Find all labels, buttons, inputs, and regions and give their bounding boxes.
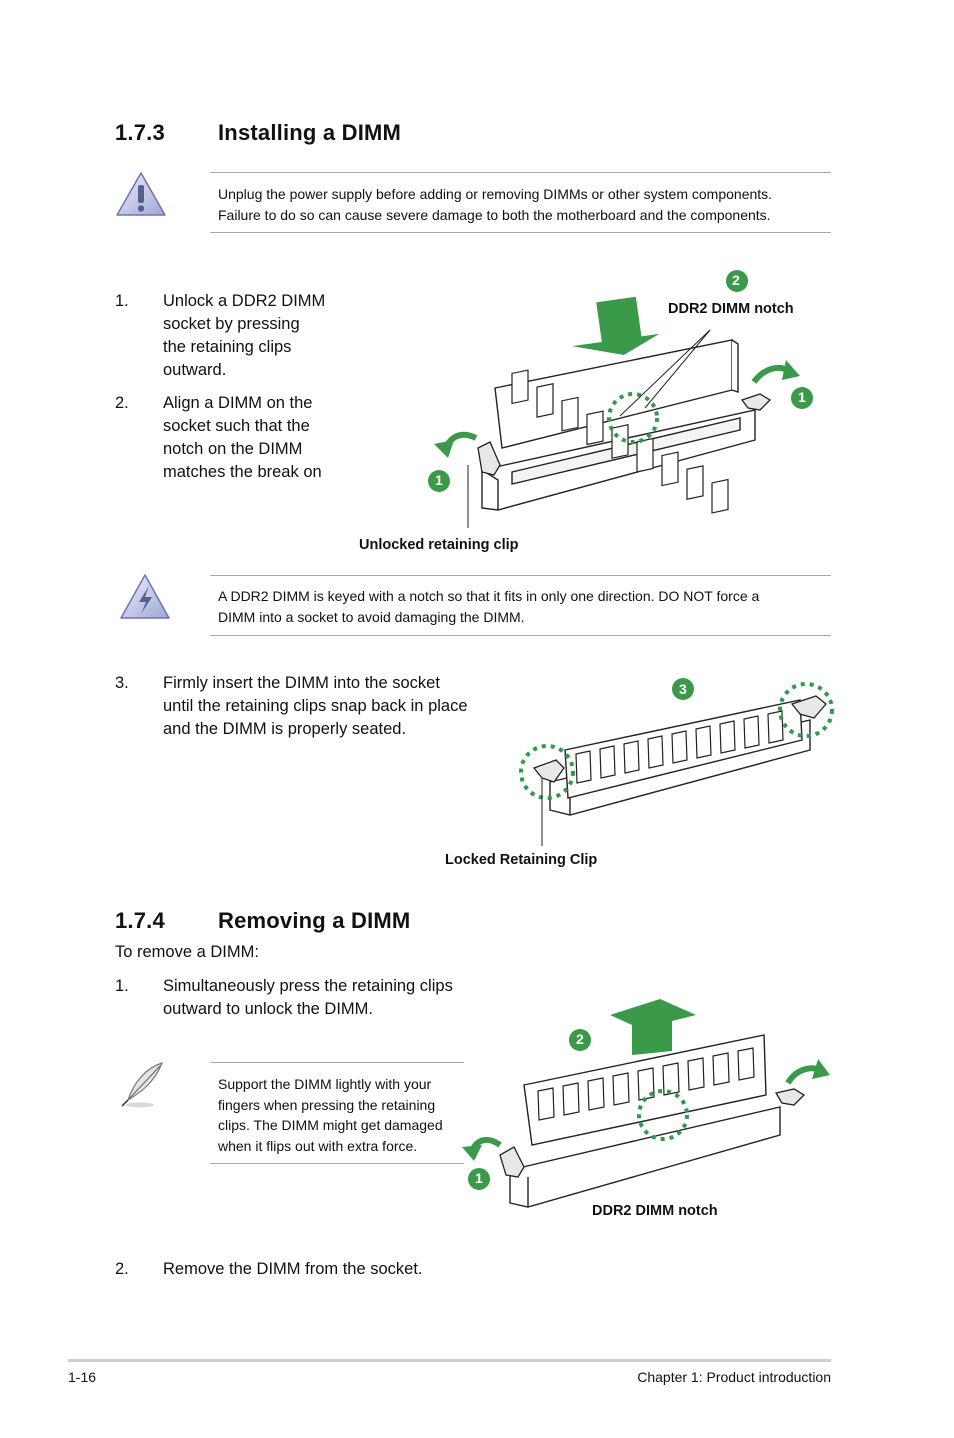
step-line: until the retaining clips snap back in p…	[163, 697, 468, 715]
step-text: Unlock a DDR2 DIMM socket by pressing th…	[163, 290, 325, 382]
step-line: Unlock a DDR2 DIMM	[163, 292, 326, 310]
note-top-rule	[210, 575, 831, 576]
step-text: Align a DIMM on the socket such that the…	[163, 392, 322, 484]
dimm-chips	[537, 1047, 755, 1121]
step-line: notch on the DIMM	[163, 440, 303, 458]
badge-num: 3	[679, 681, 687, 697]
left-clip	[477, 441, 501, 476]
caution-line: DIMM into a socket to avoid damaging the…	[218, 608, 525, 625]
step-line: and the DIMM is properly seated.	[163, 720, 407, 738]
warning-line: Unplug the power supply before adding or…	[218, 186, 773, 202]
page-number: 1-16	[68, 1369, 97, 1385]
step-text: Remove the DIMM from the socket.	[163, 1260, 423, 1278]
note-top-rule	[210, 172, 831, 173]
footer-rule	[68, 1359, 831, 1362]
step-line: outward.	[163, 361, 227, 379]
step-line: socket such that the	[163, 417, 310, 435]
badge-left-num: 1	[475, 1170, 483, 1186]
step-line: outward to unlock the DIMM.	[163, 1000, 374, 1018]
right-clip	[790, 695, 827, 719]
step-line: Align a DIMM on the	[163, 394, 313, 412]
notch-highlight	[637, 1089, 689, 1141]
note-bottom-rule	[210, 635, 831, 636]
figure-locked-dimm	[519, 678, 834, 846]
step-line: matches the break on	[163, 463, 322, 481]
remove-step-1: 1. Simultaneously press the retaining cl…	[0, 975, 480, 1025]
figure-remove-dimm	[462, 999, 830, 1208]
step-badge	[428, 470, 450, 492]
notch-highlight	[607, 392, 659, 444]
notch-leader	[619, 329, 711, 417]
figure-unlock-dimm	[428, 270, 813, 528]
step-badge	[569, 1029, 591, 1051]
step-number: 2.	[115, 1260, 129, 1278]
badge-notch-num: 2	[732, 272, 740, 288]
step-text: Simultaneously press the retaining clips…	[163, 975, 453, 1021]
step-3: 3. Firmly insert the DIMM into the socke…	[0, 672, 500, 752]
step-1: 1. Unlock a DDR2 DIMM socket by pressing…	[0, 290, 340, 390]
right-clip	[740, 393, 772, 411]
warning-line: Failure to do so can cause severe damage…	[218, 206, 771, 223]
section-number: 1.7.3	[115, 120, 165, 145]
section-title: Removing a DIMM	[218, 908, 411, 933]
label-locked-clip: Locked Retaining Clip	[445, 852, 598, 868]
feather-pen-icon	[121, 1062, 164, 1108]
step-line: Firmly insert the DIMM into the socket	[163, 674, 440, 692]
dimm-chips	[575, 710, 784, 784]
dimm-chips	[511, 369, 729, 514]
note-bottom-rule	[210, 232, 831, 233]
warning-icon	[116, 172, 166, 216]
section-heading-173: 1.7.3 Installing a DIMM	[115, 120, 515, 148]
label-dimm-notch: DDR2 DIMM notch	[668, 301, 794, 317]
step-number: 3.	[115, 674, 129, 692]
clip-highlight	[778, 682, 834, 738]
insert-arrow	[572, 296, 660, 356]
step-line: socket by pressing	[163, 315, 300, 333]
label-unlocked-clip: Unlocked retaining clip	[359, 537, 519, 553]
tip-line: fingers when pressing the retaining	[218, 1096, 436, 1113]
tip-text: Support the DIMM lightly with your finge…	[218, 1074, 468, 1156]
step-number: 1.	[115, 292, 129, 310]
tip-line: when it flips out with extra force.	[218, 1137, 418, 1154]
badge-right-num: 1	[798, 389, 806, 405]
remove-arrow	[610, 999, 696, 1055]
step-text: Firmly insert the DIMM into the socket u…	[163, 672, 468, 741]
remove-step-2: 2. Remove the DIMM from the socket.	[0, 1258, 480, 1284]
remove-intro: To remove a DIMM:	[115, 943, 259, 961]
step-number: 1.	[115, 977, 129, 995]
step-badge	[726, 270, 748, 292]
step-line: the retaining clips	[163, 338, 292, 356]
clip-highlight	[519, 744, 575, 800]
label-dimm-notch: DDR2 DIMM notch	[592, 1203, 718, 1219]
warning-text: Unplug the power supply before adding or…	[218, 184, 838, 225]
caution-line: A DDR2 DIMM is keyed with a notch so tha…	[218, 588, 760, 604]
dimm-module	[494, 339, 739, 449]
step-line: Simultaneously press the retaining clips	[163, 977, 453, 995]
section-heading-174: 1.7.4 Removing a DIMM	[115, 908, 515, 936]
badge-up-num: 2	[576, 1031, 584, 1047]
chapter-title: Chapter 1: Product introduction	[637, 1369, 831, 1385]
step-badge	[791, 387, 813, 409]
note-top-rule	[210, 1062, 464, 1063]
tip-line: Support the DIMM lightly with your	[218, 1076, 432, 1092]
left-clip	[499, 1146, 525, 1178]
tip-line: clips. The DIMM might get damaged	[218, 1117, 443, 1133]
step-badge	[468, 1168, 490, 1190]
step-2: 2. Align a DIMM on the socket such that …	[0, 392, 340, 492]
section-number: 1.7.4	[115, 908, 165, 933]
badge-left-num: 1	[435, 472, 443, 488]
step-badge	[672, 678, 694, 700]
notch-leader	[644, 329, 711, 409]
right-clip	[774, 1088, 806, 1106]
caution-text: A DDR2 DIMM is keyed with a notch so tha…	[218, 586, 838, 627]
section-title: Installing a DIMM	[218, 120, 402, 145]
left-clip	[532, 759, 565, 783]
dimm-socket	[509, 1106, 781, 1208]
step-number: 2.	[115, 394, 129, 412]
electric-caution-icon	[120, 574, 170, 619]
note-bottom-rule	[210, 1163, 464, 1164]
